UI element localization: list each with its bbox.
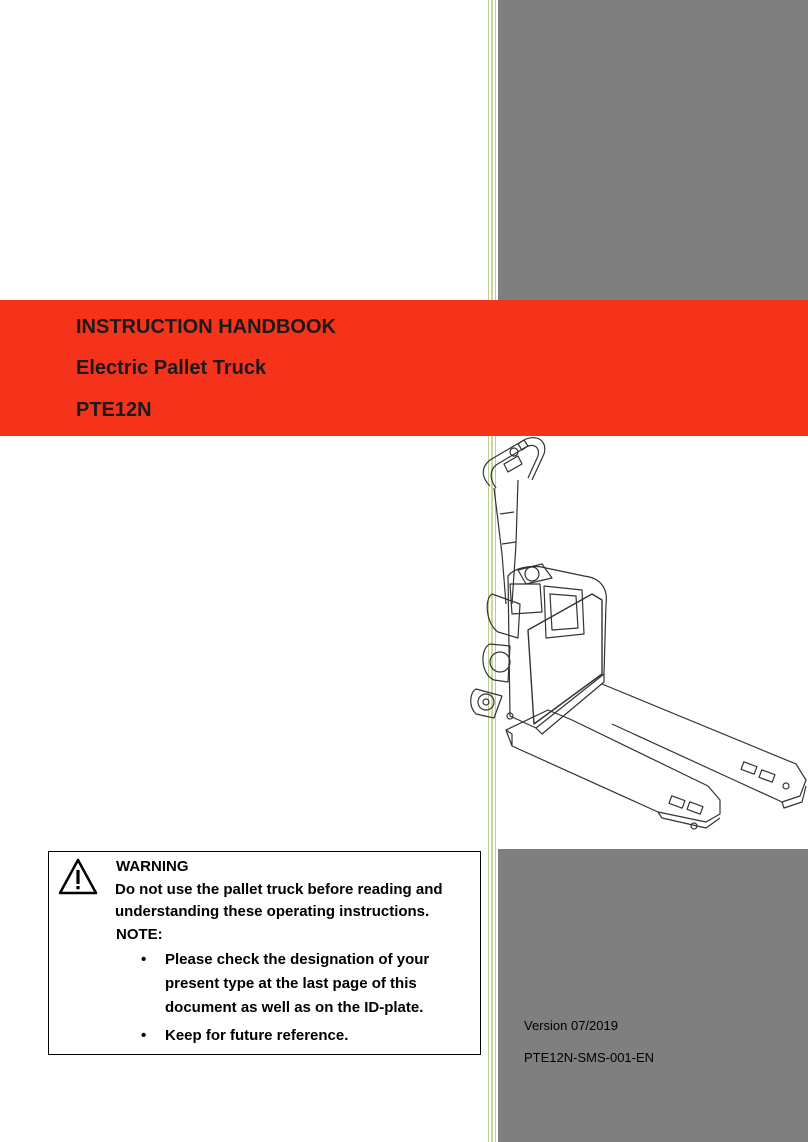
note-text-line: document as well as on the ID-plate. (165, 999, 424, 1016)
handbook-title: INSTRUCTION HANDBOOK (76, 316, 336, 338)
divider-line (488, 0, 489, 1142)
gray-panel-top (498, 0, 808, 300)
title-band: INSTRUCTION HANDBOOK Electric Pallet Tru… (0, 300, 808, 436)
warning-text: Do not use the pallet truck before readi… (115, 879, 475, 923)
warning-text-line: understanding these operating instructio… (115, 903, 430, 920)
warning-box: WARNING Do not use the pallet truck befo… (48, 851, 481, 1055)
warning-title: WARNING (116, 858, 189, 875)
note-list: • Please check the designation of your p… (135, 948, 470, 1052)
product-name: Electric Pallet Truck (76, 357, 267, 379)
pallet-truck-illustration (470, 437, 807, 830)
model-name: PTE12N (76, 399, 152, 421)
note-text-line: present type at the last page of this (165, 975, 417, 992)
bullet-icon: • (141, 1027, 147, 1044)
divider-line (491, 0, 493, 1142)
warning-triangle-icon (58, 858, 98, 895)
bullet-icon: • (141, 951, 147, 968)
note-label: NOTE: (116, 926, 163, 943)
version-label: Version 07/2019 (524, 1018, 618, 1033)
gray-panel-bottom (498, 849, 808, 1142)
document-id: PTE12N-SMS-001-EN (524, 1050, 655, 1065)
list-item: • Keep for future reference. (135, 1024, 470, 1048)
list-item: • Please check the designation of your p… (135, 948, 470, 1020)
note-text-line: Please check the designation of your (165, 951, 430, 968)
note-text-line: Keep for future reference. (165, 1027, 349, 1044)
warning-text-line: Do not use the pallet truck before readi… (115, 881, 443, 898)
divider-line (495, 0, 496, 1142)
